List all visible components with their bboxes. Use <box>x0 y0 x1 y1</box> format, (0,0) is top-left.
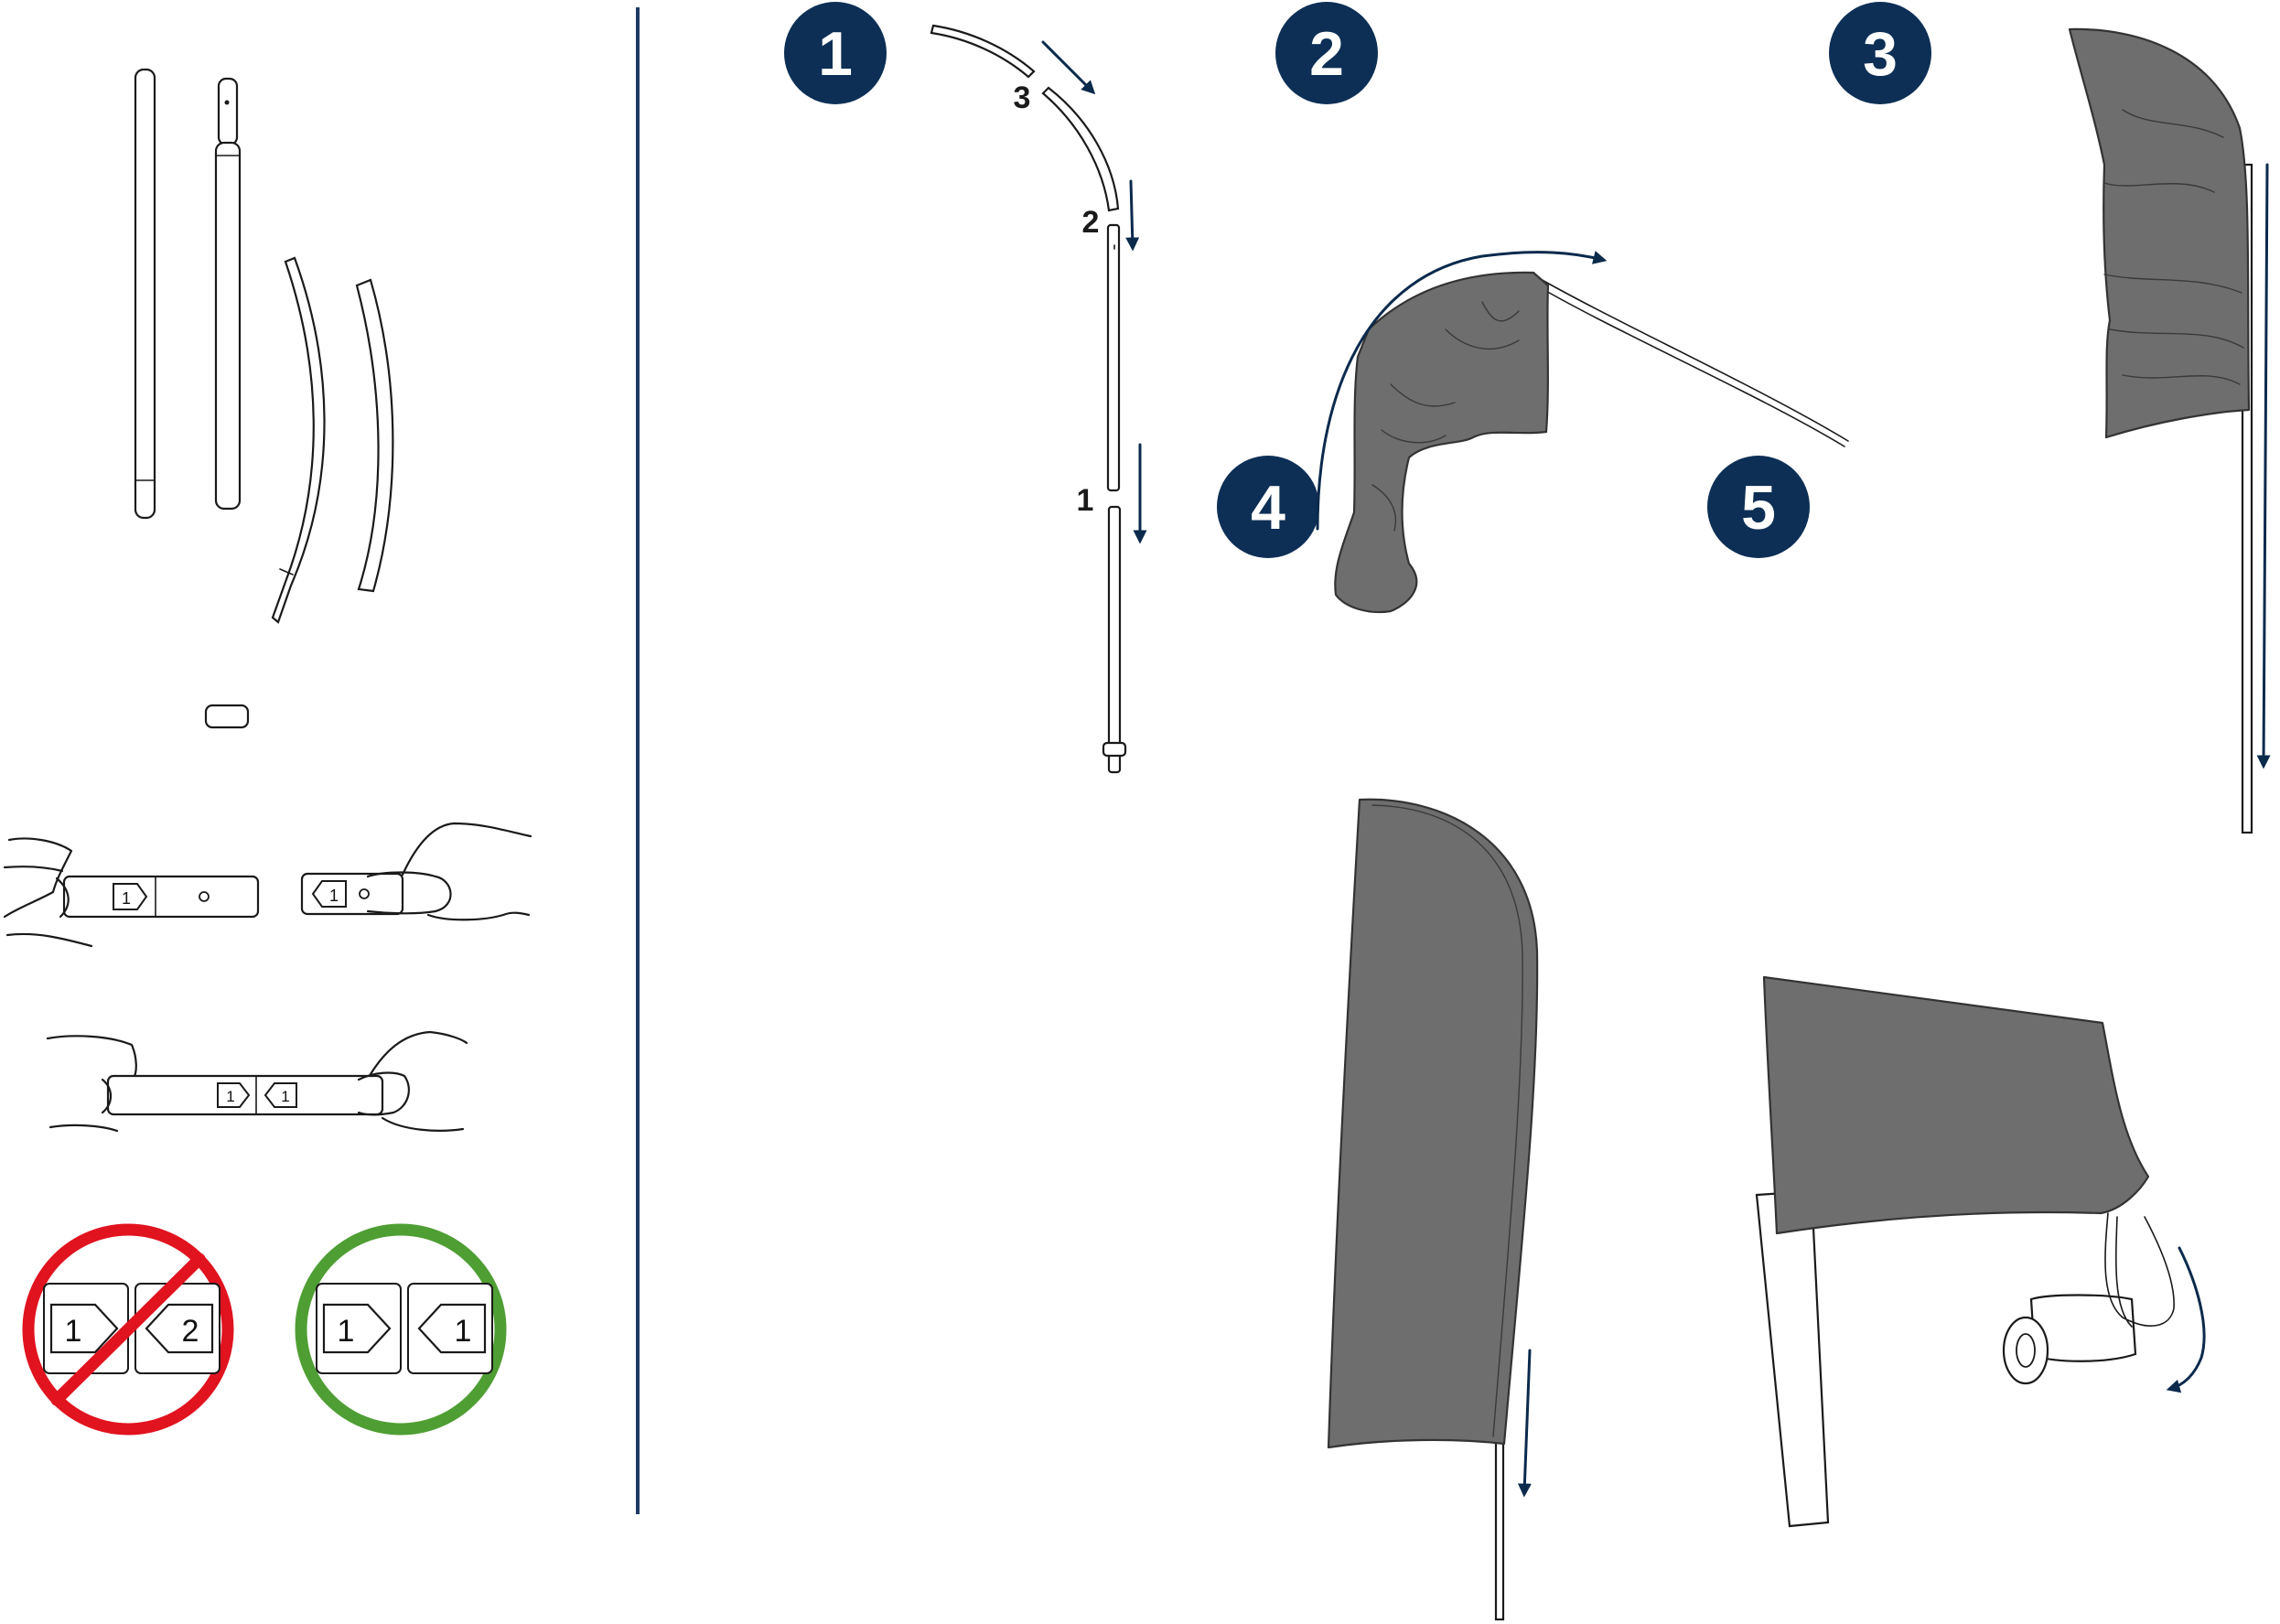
svg-text:1: 1 <box>281 1088 289 1105</box>
insert-arrow-3 <box>1041 40 1096 95</box>
correct-connection-example: 1 1 <box>295 1223 507 1436</box>
curved-pole-section-3a <box>271 256 326 624</box>
pole-section-label-1: 1 <box>1077 483 1094 518</box>
prohibited-icon <box>22 1223 234 1436</box>
pole-clip-with-cord <box>2002 1212 2175 1385</box>
pull-down-arrow-4 <box>1517 1349 1532 1498</box>
svg-text:5: 5 <box>1741 473 1776 543</box>
wrong-connection-example: 1 2 <box>22 1223 234 1436</box>
connector-tube-left <box>62 875 260 919</box>
curved-pole-section-3b <box>355 278 394 593</box>
step-badge-5: 5 <box>1707 456 1810 558</box>
pole-clip <box>204 704 250 729</box>
svg-text:1: 1 <box>455 1314 472 1349</box>
wrap-arrow <box>2166 1246 2206 1393</box>
svg-text:2: 2 <box>182 1314 199 1349</box>
parts-overview <box>134 68 394 729</box>
step-badge-3: 3 <box>1829 2 1931 104</box>
svg-text:1: 1 <box>226 1088 234 1105</box>
svg-text:1: 1 <box>122 889 131 908</box>
step-2-slide-sleeve <box>1316 251 1849 614</box>
pole-section-label-3: 3 <box>1014 81 1031 115</box>
connector-hands-separated: 1 1 <box>3 822 532 948</box>
connector-tag-joined-left: 1 <box>217 1082 251 1108</box>
svg-text:2: 2 <box>1309 19 1344 89</box>
step-4-flag-complete <box>1327 798 1539 1621</box>
folded-flag-fabric <box>1334 271 1550 614</box>
connector-tag-right: 1 <box>311 880 347 908</box>
step-badge-2: 2 <box>1275 2 1378 104</box>
step-badge-1: 1 <box>784 2 887 104</box>
pull-down-arrow <box>2256 163 2271 769</box>
insert-arrow-2 <box>1125 179 1140 252</box>
slide-arrow <box>1316 251 1608 531</box>
svg-text:1: 1 <box>65 1314 82 1349</box>
svg-text:1: 1 <box>329 887 339 905</box>
flag-fabric-full <box>1327 798 1539 1449</box>
svg-text:1: 1 <box>338 1314 355 1349</box>
step-1-pole-assembly: 3 2 1 <box>930 24 1147 774</box>
straight-pole-section-1 <box>134 68 156 520</box>
step-5-secure-cord <box>1755 975 2206 1528</box>
flag-fabric-gathered <box>2068 27 2251 439</box>
flag-bottom-fabric <box>1762 975 2150 1235</box>
step-badge-4: 4 <box>1217 456 1319 558</box>
connector-hands-joined: 1 1 <box>46 1030 468 1133</box>
straight-pole-section-2 <box>204 77 250 729</box>
approved-icon <box>295 1223 507 1436</box>
step-3-flag-on-pole <box>2068 27 2271 834</box>
svg-text:4: 4 <box>1251 473 1285 543</box>
pole-section-label-2: 2 <box>1082 205 1100 240</box>
connector-tag-left: 1 <box>113 883 148 910</box>
connector-tag-joined-right: 1 <box>263 1082 297 1108</box>
svg-text:3: 3 <box>1863 19 1898 89</box>
svg-text:1: 1 <box>818 19 853 89</box>
